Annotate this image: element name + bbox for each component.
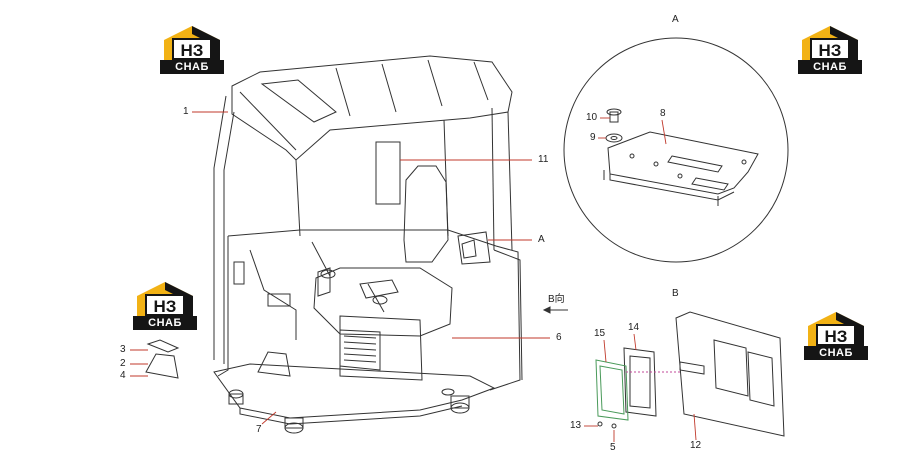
control-console — [359, 279, 399, 299]
plate-hole-4 — [741, 159, 747, 165]
detail-a-circle — [563, 37, 789, 263]
rear-pillar-outer — [507, 111, 513, 251]
joystick-right — [372, 295, 388, 305]
bolt-10 — [609, 111, 619, 123]
callout-4: 4 — [120, 370, 126, 381]
seat-base-box — [339, 315, 423, 381]
roof-hatch — [260, 79, 337, 123]
cab-door-line — [249, 249, 297, 340]
mount-bracket-a-inner — [461, 239, 477, 259]
filter-15 — [595, 359, 629, 421]
detail-b-label: B — [672, 288, 679, 299]
plate-slot-2 — [691, 177, 729, 191]
seat-back — [403, 165, 449, 263]
component-11 — [375, 141, 401, 205]
bolt-10-head — [606, 108, 622, 116]
roof-ribs — [335, 59, 489, 117]
mount-rubber-4 — [441, 388, 455, 396]
washer-9 — [605, 133, 623, 143]
logo-top-right: НЗ СНАБ — [798, 24, 862, 74]
door-handle — [233, 261, 245, 285]
cab-roof — [231, 55, 513, 161]
front-pillar-inner — [223, 111, 235, 364]
joystick-left — [320, 269, 336, 279]
callout-2: 2 — [120, 358, 126, 369]
bracket-left — [145, 353, 179, 379]
panel-12-cutout-1 — [713, 339, 749, 397]
frame-14-inner — [629, 355, 651, 409]
mount-bracket-a — [457, 231, 491, 265]
front-pillar-right — [295, 159, 301, 237]
side-panel-12 — [675, 311, 785, 437]
floor-plate — [213, 363, 496, 419]
mount-rubber-2b — [284, 417, 304, 429]
logo-mark: НЗ — [810, 38, 850, 60]
leader-15 — [603, 339, 607, 363]
detail-a-label: A — [672, 14, 679, 25]
panel-12-bracket — [679, 361, 705, 375]
logo-mark: НЗ — [145, 294, 185, 316]
roof-front-edge — [239, 91, 297, 151]
front-pillar-left — [213, 95, 227, 360]
callout-6: 6 — [556, 332, 562, 343]
bracket-plate-8 — [607, 131, 759, 195]
plate-tabs — [603, 170, 719, 206]
callout-14: 14 — [628, 322, 640, 333]
screw-13 — [597, 421, 603, 427]
callout-a: A — [538, 234, 545, 245]
frame-14 — [623, 347, 657, 417]
direction-arrowhead — [542, 306, 551, 314]
cab-door-edge — [217, 236, 229, 377]
logo-band: СНАБ — [804, 346, 868, 360]
callout-10: 10 — [586, 112, 598, 123]
logo-band: СНАБ — [133, 316, 197, 330]
cab-side-panel — [227, 229, 521, 391]
callout-12: 12 — [690, 440, 702, 451]
plate-hole-2 — [653, 161, 659, 167]
leader-14 — [633, 333, 637, 351]
logo-band: СНАБ — [160, 60, 224, 74]
door-latch — [267, 293, 291, 307]
mount-rubber-3b — [450, 395, 470, 409]
leader-7 — [261, 411, 277, 425]
callout-5: 5 — [610, 442, 616, 453]
rear-pillar-right — [491, 107, 495, 251]
bracket-right — [257, 351, 291, 377]
logo-mid-left: НЗ СНАБ — [133, 280, 197, 330]
panel-12-cutout-2 — [747, 351, 775, 407]
logo-mark: НЗ — [816, 324, 856, 346]
direction-b-label: B向 — [548, 294, 565, 305]
callout-3: 3 — [120, 344, 126, 355]
leader-12 — [693, 413, 697, 441]
plate-hole-3 — [677, 173, 683, 179]
washer-9-hole — [610, 136, 618, 140]
mount-rubber-1b — [228, 393, 244, 405]
leader-8 — [661, 119, 667, 145]
callout-13: 13 — [570, 420, 582, 431]
callout-9: 9 — [590, 132, 596, 143]
logo-top-left: НЗ СНАБ — [160, 24, 224, 74]
filter-15-inner — [599, 365, 625, 415]
bracket-cap — [146, 339, 180, 353]
callout-7: 7 — [256, 424, 262, 435]
callout-15: 15 — [594, 328, 606, 339]
rear-wall — [493, 249, 523, 381]
bracket-plate-8-edge — [609, 174, 735, 201]
callout-8: 8 — [660, 108, 666, 119]
logo-mark: НЗ — [172, 38, 212, 60]
logo-bottom-right: НЗ СНАБ — [804, 310, 868, 360]
plate-hole-1 — [629, 153, 635, 159]
vent-slats — [343, 335, 377, 363]
screw-5 — [611, 423, 617, 429]
seat-base-vent — [339, 329, 381, 371]
plate-slot-1 — [667, 155, 723, 173]
callout-1: 1 — [183, 106, 189, 117]
callout-11: 11 — [538, 154, 549, 165]
seat-cushion — [313, 267, 453, 337]
logo-band: СНАБ — [798, 60, 862, 74]
